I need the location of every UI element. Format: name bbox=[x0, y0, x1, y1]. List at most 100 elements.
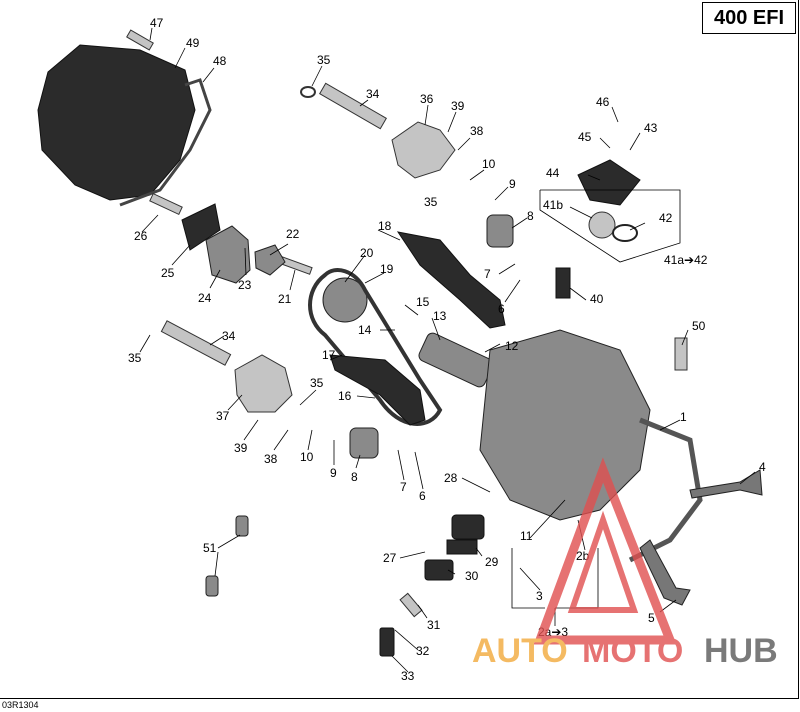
rocker-arm-lower bbox=[234, 354, 293, 413]
callout: 44 bbox=[546, 166, 560, 180]
spark-plug bbox=[674, 337, 688, 371]
callout: 9 bbox=[330, 466, 337, 480]
callout: 26 bbox=[134, 229, 148, 243]
callout: 7 bbox=[400, 480, 407, 494]
callout: 45 bbox=[578, 130, 592, 144]
head-gasket bbox=[628, 417, 703, 563]
callout: 15 bbox=[416, 295, 430, 309]
camshaft bbox=[418, 332, 494, 388]
tensioner-cap bbox=[254, 244, 286, 276]
thermostat-housing bbox=[577, 159, 641, 206]
callout: 5 bbox=[648, 611, 655, 625]
callout: 21 bbox=[278, 292, 292, 306]
callout: 35 bbox=[310, 376, 324, 390]
model-label: 400 EFI bbox=[702, 2, 796, 34]
callout: 35 bbox=[317, 53, 331, 67]
callout: 8 bbox=[527, 209, 534, 223]
tensioner-bolt bbox=[149, 192, 183, 216]
callout: 28 bbox=[444, 471, 458, 485]
callout: 13 bbox=[433, 309, 447, 323]
callout: 49 bbox=[186, 36, 200, 50]
callout: 23 bbox=[238, 278, 252, 292]
callout: 29 bbox=[485, 555, 499, 569]
callout: 35 bbox=[128, 351, 142, 365]
bolt-33 bbox=[379, 627, 395, 657]
intake-valve bbox=[639, 539, 691, 606]
watermark-text-3: HUB bbox=[704, 632, 778, 670]
callout: 20 bbox=[360, 246, 374, 260]
callout: 18 bbox=[378, 219, 392, 233]
watermark-logo: AUTO MOTO HUB bbox=[472, 457, 778, 670]
sleeve-lower bbox=[205, 575, 219, 597]
callout: 36 bbox=[420, 92, 434, 106]
callout: 48 bbox=[213, 54, 227, 68]
callout: 43 bbox=[644, 121, 658, 135]
rocker-arm-upper bbox=[391, 121, 456, 179]
exhaust-valve bbox=[689, 469, 763, 499]
callout: 41a➔42 bbox=[664, 253, 708, 267]
callout: 34 bbox=[366, 87, 380, 101]
callout: 1 bbox=[680, 410, 687, 424]
watermark-triangle bbox=[533, 457, 677, 645]
callout: 41b bbox=[543, 198, 563, 212]
valve-cover bbox=[37, 44, 196, 201]
callout: 35 bbox=[424, 195, 438, 209]
rocker-shaft-lower bbox=[160, 320, 232, 366]
rocker-shaft-upper bbox=[319, 82, 387, 130]
callout: 46 bbox=[596, 95, 610, 109]
callout: 30 bbox=[465, 569, 479, 583]
watermark-text-2: MOTO bbox=[582, 632, 683, 670]
callout: 40 bbox=[590, 292, 604, 306]
callout: 8 bbox=[351, 470, 358, 484]
callout: 42 bbox=[659, 211, 673, 225]
callout: 38 bbox=[264, 452, 278, 466]
callout: 12 bbox=[505, 339, 519, 353]
callout: 6 bbox=[419, 489, 426, 503]
callout: 50 bbox=[692, 319, 706, 333]
tensioner-plunger bbox=[278, 256, 313, 275]
tensioner-guide bbox=[329, 354, 426, 426]
lifter-30 bbox=[424, 559, 454, 581]
sleeve-upper bbox=[235, 515, 249, 537]
callout: 11 bbox=[520, 529, 533, 543]
o-ring-upper bbox=[300, 86, 316, 98]
callout: 37 bbox=[216, 409, 230, 423]
callout: 32 bbox=[416, 644, 430, 658]
callout: 47 bbox=[150, 16, 164, 30]
thermostat bbox=[588, 211, 616, 239]
callout: 19 bbox=[380, 262, 394, 276]
cylinder-head bbox=[479, 329, 651, 521]
reference-code: 03R1304 bbox=[2, 700, 39, 710]
callout: 6 bbox=[498, 302, 505, 316]
callout: 22 bbox=[286, 227, 300, 241]
callout: 9 bbox=[509, 177, 516, 191]
valve-spring-lower bbox=[349, 427, 379, 459]
thermostat-o-ring bbox=[612, 224, 638, 242]
callout: 39 bbox=[234, 441, 248, 455]
cam-sprocket bbox=[322, 277, 368, 323]
callout: 39 bbox=[451, 99, 465, 113]
callout: 7 bbox=[484, 267, 491, 281]
callout-labels: 47 49 48 35 34 36 39 38 10 35 9 8 7 6 40… bbox=[128, 16, 766, 683]
temperature-sensor bbox=[555, 267, 571, 299]
callout: 25 bbox=[161, 266, 175, 280]
chain-guide-18 bbox=[396, 231, 506, 329]
lifter-28 bbox=[451, 514, 485, 540]
valve-cover-gasket bbox=[119, 78, 212, 207]
callout: 27 bbox=[383, 551, 397, 565]
valve-spring-upper bbox=[486, 214, 514, 248]
callout: 10 bbox=[482, 157, 496, 171]
bolt bbox=[126, 29, 154, 51]
lifter-29 bbox=[446, 539, 478, 555]
callout: 4 bbox=[759, 460, 766, 474]
callout: 34 bbox=[222, 329, 236, 343]
pushrod-31 bbox=[399, 592, 423, 618]
callout: 3 bbox=[536, 589, 543, 603]
callout: 16 bbox=[338, 389, 352, 403]
callout: 33 bbox=[401, 669, 415, 683]
tensioner-body bbox=[205, 225, 251, 284]
callout: 38 bbox=[470, 124, 484, 138]
